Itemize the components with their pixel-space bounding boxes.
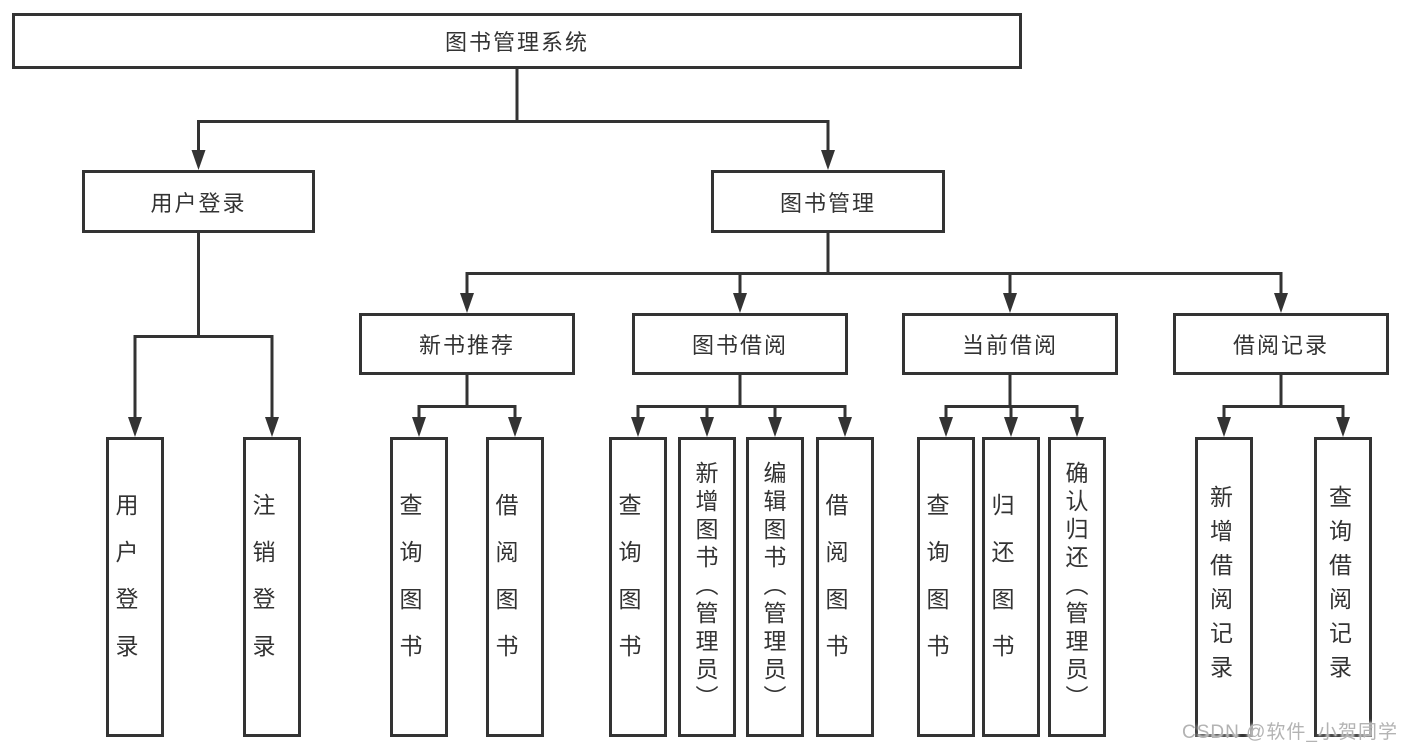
node-label: 查询借阅记录 xyxy=(1325,485,1352,689)
leaf-borrow-books-borrowing: 借阅图书 xyxy=(816,437,874,737)
node-label: 编辑图书（管理员） xyxy=(760,461,786,713)
node-label: 图书管理 xyxy=(779,190,876,216)
leaf-user-login: 用户登录 xyxy=(106,437,164,737)
node-label: 新书推荐 xyxy=(418,333,515,358)
leaf-confirm-return-admin: 确认归还（管理员） xyxy=(1048,437,1106,737)
node-label: 查询图书 xyxy=(923,493,949,681)
node-book-management: 图书管理 xyxy=(711,170,945,233)
node-label: 新增借阅记录 xyxy=(1206,485,1233,689)
node-label: 归还图书 xyxy=(988,493,1014,681)
leaf-return-books: 归还图书 xyxy=(982,437,1040,737)
node-current-borrowing: 当前借阅 xyxy=(902,313,1118,375)
leaf-query-borrow-record: 查询借阅记录 xyxy=(1314,437,1372,737)
node-label: 注销登录 xyxy=(249,493,275,681)
leaf-logout: 注销登录 xyxy=(243,437,301,737)
leaf-query-books-recommend: 查询图书 xyxy=(390,437,448,737)
node-user-login: 用户登录 xyxy=(82,170,315,233)
csdn-watermark: CSDN @软件_小贺同学 xyxy=(1182,722,1398,743)
node-label: 查询图书 xyxy=(615,493,641,681)
node-label: 新增图书（管理员） xyxy=(692,461,718,713)
node-label: 当前借阅 xyxy=(961,333,1058,358)
node-label: 用户登录 xyxy=(150,190,247,216)
node-label: 借阅图书 xyxy=(492,493,518,681)
leaf-edit-book-admin: 编辑图书（管理员） xyxy=(746,437,804,737)
leaf-query-books-current: 查询图书 xyxy=(917,437,975,737)
node-label: 借阅图书 xyxy=(822,493,848,681)
leaf-borrow-books-recommend: 借阅图书 xyxy=(486,437,544,737)
node-borrowing-records: 借阅记录 xyxy=(1173,313,1389,375)
node-label: 确认归还（管理员） xyxy=(1062,461,1088,713)
node-label: 用户登录 xyxy=(112,493,138,681)
node-book-borrowing: 图书借阅 xyxy=(632,313,848,375)
leaf-query-books-borrowing: 查询图书 xyxy=(609,437,667,737)
leaf-add-book-admin: 新增图书（管理员） xyxy=(678,437,736,737)
node-library-management-system: 图书管理系统 xyxy=(12,13,1022,69)
node-label: 图书管理系统 xyxy=(444,30,589,55)
node-label: 借阅记录 xyxy=(1232,333,1329,358)
node-label: 图书借阅 xyxy=(691,333,788,358)
node-label: 查询图书 xyxy=(396,493,422,681)
leaf-add-borrow-record: 新增借阅记录 xyxy=(1195,437,1253,737)
node-new-book-recommend: 新书推荐 xyxy=(359,313,575,375)
